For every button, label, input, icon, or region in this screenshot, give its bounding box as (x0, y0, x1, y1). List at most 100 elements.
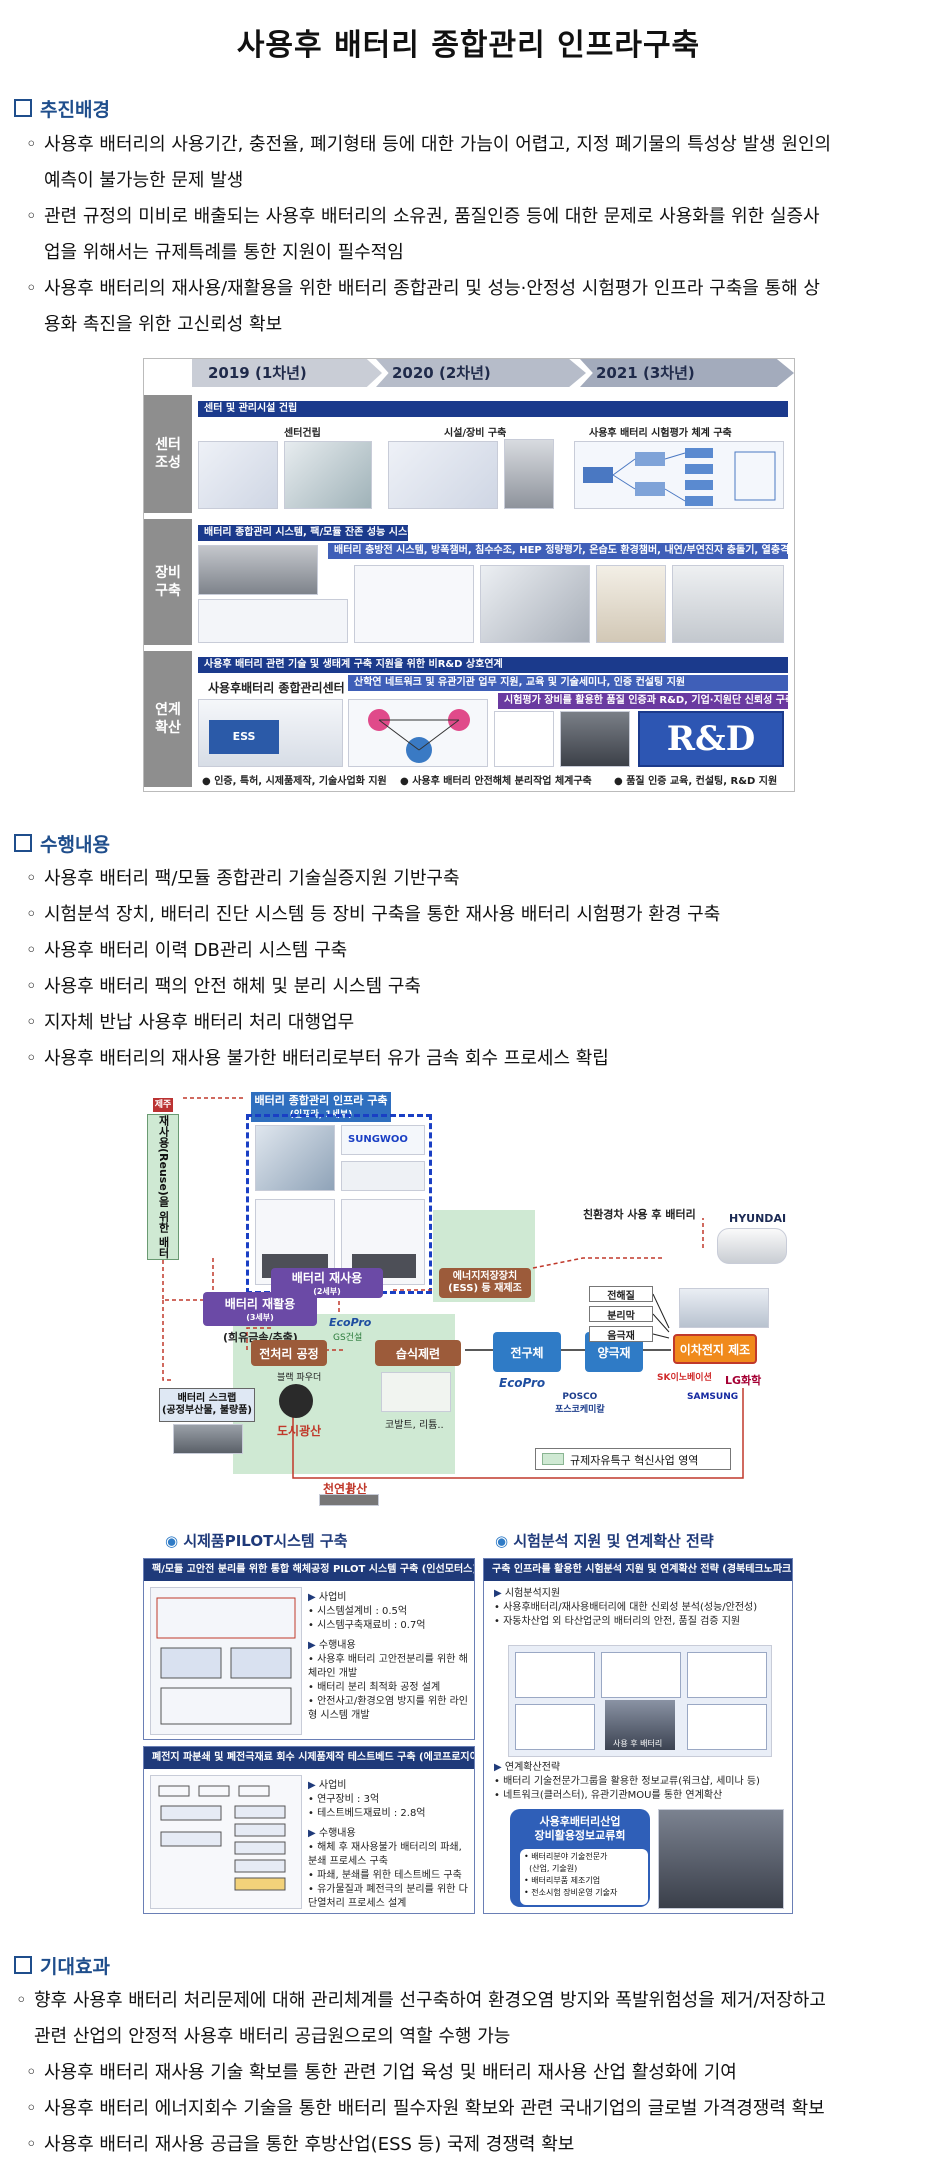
bullet-text: 사용후 배터리 팩의 안전 해체 및 분리 시스템 구축 (44, 976, 421, 997)
cert-2-text: 사용후 배터리 안전해체 분리작업 체계구축 (412, 776, 592, 787)
year-2-label: 2020 (2차년) (392, 364, 491, 382)
panel-2-budget-item: 연구장비 : 3억 (317, 1794, 380, 1805)
year-1-header: 2019 (1차년) (192, 359, 382, 387)
section-heading-execution: 수행내용 (14, 830, 110, 857)
panel-1-content-item: 안전사고/환경오염 방지를 위한 라인형 시스템 개발 (308, 1696, 468, 1721)
legend-swatch (542, 1453, 564, 1465)
metals-image (381, 1372, 451, 1412)
center-caption: 사용 후 배터리 (613, 1739, 663, 1748)
panel-pilot-crushing: 폐전지 파분쇄 및 폐전극재료 회수 시제품제작 테스트베드 구축 (에코프로지… (143, 1746, 475, 1914)
forum-title: 사용후배터리산업 장비활용정보교류회 (534, 1815, 626, 1842)
panel-3-support: ▶ 시험분석지원 • 사용후배터리/재사용배터리에 대한 신뢰성 분석(성능/안… (494, 1588, 758, 1627)
section-heading-effects: 기대효과 (14, 1952, 110, 1979)
test-equipment-image (480, 565, 590, 643)
process-flow-figure: 배터리 종합관리 인프라 구축 (인프라, 1세부) SUNGWOO 제주 재사… (143, 1088, 793, 1506)
reuse-vertical-label: 재사용(Reuse)을 위한 배터리 (147, 1114, 179, 1260)
banner-linkage-1: 사용후 배터리 관련 기술 및 생태계 구축 지원을 위한 비R&D 상호연계 (198, 657, 788, 673)
ev-car-image (717, 1228, 787, 1264)
year-1-label: 2019 (1차년) (208, 364, 307, 382)
panel-3-spread-item: 네트워크(클러스터), 유관기관MOU를 통한 연계확산 (503, 1790, 723, 1801)
forum-list: • 배터리분야 기술전문가 (산업, 기술원) • 배터리부품 제조기업 • 전… (520, 1849, 648, 1905)
pilot-heading-right-text: 시험분석 지원 및 연계확산 전략 (513, 1532, 714, 1550)
legend-box: 규제자유특구 혁신사업 영역 (535, 1448, 731, 1470)
pilot-heading-right: ◉ 시험분석 지원 및 연계확산 전략 (495, 1532, 714, 1550)
caption-cert-1: ● 인증, 특허, 시제품제작, 기술사업화 지원 (202, 776, 387, 787)
bullet-execution-6: ◦사용후 배터리의 재사용 불가한 배터리로부터 유가 금속 회수 프로세스 확… (26, 1048, 609, 1069)
electrolyte-box: 전해질 (589, 1286, 653, 1302)
forum-item: 배터리분야 기술전문가 (531, 1852, 608, 1861)
environmental-chamber-image (672, 565, 784, 643)
bullet-text-cont: 용화 촉진을 위한 고신뢰성 확보 (44, 314, 283, 335)
infra-building-image (255, 1125, 335, 1191)
panel-3-spread-item: 배터리 기술전문가그룹을 활용한 정보교류(워크샵, 세미나 등) (503, 1776, 760, 1787)
bullet-effects-4: ◦사용후 배터리 재사용 공급을 통한 후방산업(ESS 등) 국제 경쟁력 확… (26, 2134, 575, 2155)
forum-item: (산업, 기술원) (529, 1864, 578, 1873)
crushing-flow-image (150, 1775, 302, 1909)
battery-reuse-sub: (2세부) (313, 1287, 341, 1296)
pilot-heading-left: ◉ 시제품PILOT시스템 구축 (165, 1532, 348, 1550)
sungwoo-logo: SUNGWOO (348, 1134, 408, 1145)
banner-linkage-2: 산학연 네트워크 및 유관기관 업무 지원, 교육 및 기술세미나, 인증 컨설… (348, 675, 788, 691)
wet-smelting-node: 습식제련 (375, 1340, 461, 1366)
network-diagram-shapes (368, 709, 470, 763)
panel-2-content-item: 해체 후 재사용불가 배터리의 파쇄, 분쇄 프로세스 구축 (308, 1842, 462, 1867)
year-2-header: 2020 (2차년) (376, 359, 586, 387)
forum-item: 전소시험 장비운영 기술자 (531, 1888, 618, 1897)
ecopro-gem-logo: EcoPro (499, 1376, 546, 1390)
software-screens-image (198, 599, 348, 643)
banner-equipment-1: 배터리 종합관리 시스템, 팩/모듈 잔존 성능 시스템 (198, 525, 408, 541)
natural-mine-image (319, 1494, 379, 1506)
caption-center-name: 사용후배터리 종합관리센터 (208, 681, 345, 695)
bullet-text: 사용후 배터리 재사용 기술 확보를 통한 관련 기업 육성 및 배터리 재사용… (44, 2062, 737, 2083)
panel-1-title: 팩/모듈 고안전 분리를 위한 통합 해체공정 PILOT 시스템 구축 (인선… (144, 1559, 474, 1581)
bullet-execution-5: ◦지자체 반납 사용후 배터리 처리 대행업무 (26, 1012, 355, 1033)
pilot-heading-left-text: 시제품PILOT시스템 구축 (183, 1532, 348, 1550)
black-powder-shape (279, 1384, 313, 1418)
bullet-background-3: ◦사용후 배터리의 재사용/재활용을 위한 배터리 종합관리 및 성능·안정성 … (26, 278, 820, 335)
equipment-card (515, 1652, 595, 1698)
cluster-logo-image (494, 711, 554, 767)
ev-battery-label: 친환경차 사용 후 배터리 (583, 1208, 696, 1221)
panel-1-budget-heading: 사업비 (318, 1592, 347, 1603)
panel-2-budget-heading: 사업비 (318, 1780, 347, 1791)
battery-reuse-label: 배터리 재사용 (291, 1271, 363, 1285)
bullet-text: 시험분석 장치, 배터리 진단 시스템 등 장비 구축을 통한 재사용 배터리 … (44, 904, 721, 925)
checkbox-square-icon (14, 1956, 32, 1974)
scrap-photo-image (173, 1424, 243, 1454)
panel-1-body: ▶ 사업비 • 시스템설계비 : 0.5억 • 시스템구축재료비 : 0.7억 … (308, 1592, 468, 1721)
panel-testing-support: 구축 인프라를 활용한 시험분석 지원 및 연계확산 전략 (경북테크노파크·산… (483, 1558, 793, 1914)
urban-mine-label: 도시광산 (277, 1424, 322, 1438)
forum-item: 배터리부품 제조기업 (531, 1876, 601, 1885)
caption-cert-3: ● 품질 인증 교육, 컨설팅, R&D 지원 (614, 776, 778, 787)
bullet-text-cont: 관련 산업의 안정적 사용후 배터리 공급원으로의 역할 수행 가능 (34, 2026, 511, 2047)
equipment-card (687, 1704, 767, 1750)
battery-recycle-label: 배터리 재활용 (224, 1297, 296, 1311)
building-render-image (198, 441, 278, 509)
section-heading-text: 추진배경 (40, 99, 110, 121)
pilot-figure: ◉ 시제품PILOT시스템 구축 ◉ 시험분석 지원 및 연계확산 전략 팩/모… (143, 1526, 793, 1918)
equipment-card (601, 1652, 681, 1698)
cert-1-text: 인증, 특허, 시제품제작, 기술사업화 지원 (214, 776, 387, 787)
caption-system: 사용후 배터리 시험평가 체계 구축 (589, 428, 732, 439)
equipment-cabinet-image (504, 439, 554, 509)
separator-box: 분리막 (589, 1306, 653, 1322)
flow-connector-lines (162, 1097, 744, 1496)
gs-logo: GS건설 (333, 1333, 363, 1343)
bullet-text: 사용후 배터리의 재사용/재활용을 위한 배터리 종합관리 및 성능·안정성 시… (44, 278, 820, 299)
panel-2-content-heading: 수행내용 (318, 1828, 356, 1839)
bullet-background-2: ◦관련 규정의 미비로 배출되는 사용후 배터리의 소유권, 품질인증 등에 대… (26, 206, 820, 263)
reman-label: 제주 (153, 1098, 173, 1112)
equipment-card (687, 1652, 767, 1698)
ess-label: ESS (209, 720, 279, 754)
checkbox-square-icon (14, 99, 32, 117)
monitoring-screens-image (354, 565, 474, 643)
ecopro-bm-logo: EcoPro (329, 1316, 372, 1329)
panel-3-spread: ▶ 연계확산전략 • 배터리 기술전문가그룹을 활용한 정보교류(워크샵, 세미… (494, 1762, 760, 1801)
panel-2-content-item: 파쇄, 분쇄를 위한 테스트베드 구축 (317, 1870, 462, 1881)
bullet-text-cont: 예측이 불가능한 문제 발생 (44, 170, 244, 191)
page-title: 사용후 배터리 종합관리 인프라구축 (236, 28, 701, 63)
rnd-graphic: R&D (638, 711, 784, 767)
seminar-photo (658, 1809, 784, 1909)
caption-center-building: 센터건립 (284, 428, 321, 439)
cert-3-text: 품질 인증 교육, 컨설팅, R&D 지원 (626, 776, 778, 787)
